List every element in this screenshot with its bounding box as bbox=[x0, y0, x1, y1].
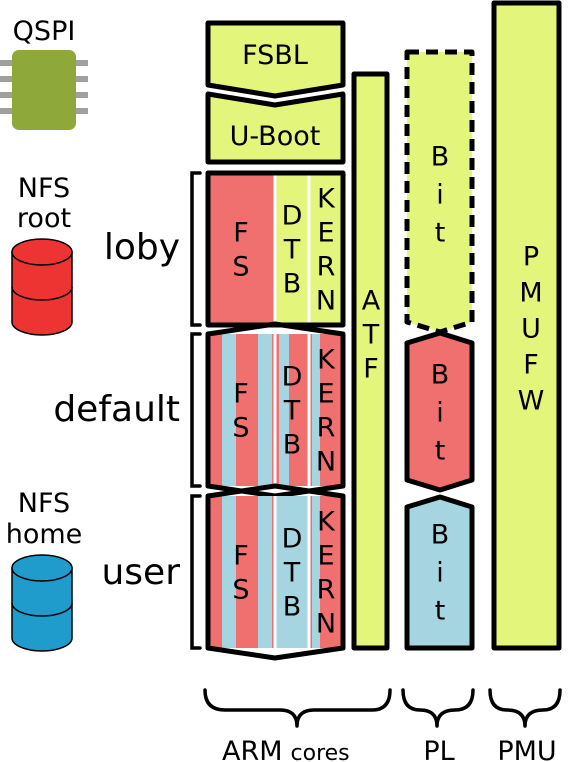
kern-letter: E bbox=[317, 541, 334, 572]
bit-block-default bbox=[404, 330, 475, 493]
kern-letter: K bbox=[317, 345, 336, 376]
atf-block bbox=[351, 71, 390, 651]
pmufw-letter: M bbox=[519, 278, 542, 309]
atf-letter: A bbox=[362, 286, 381, 317]
fs-letter: S bbox=[232, 252, 249, 283]
pmufw-block bbox=[491, 0, 562, 651]
qspi-label: QSPI bbox=[13, 16, 76, 47]
bit-letter: t bbox=[435, 596, 446, 627]
config-block-user bbox=[205, 483, 346, 661]
uboot-label: U-Boot bbox=[230, 121, 321, 152]
bit-block-user bbox=[404, 494, 475, 651]
dtb-letter: T bbox=[283, 558, 301, 589]
uboot-block bbox=[205, 91, 346, 165]
bit-letter: i bbox=[436, 180, 444, 211]
dtb-letter: B bbox=[283, 430, 302, 461]
group-braces bbox=[203, 688, 562, 728]
fs-letter: F bbox=[233, 379, 249, 410]
dtb-letter: B bbox=[283, 592, 302, 623]
dtb-letter: D bbox=[282, 201, 303, 232]
kern-letter: E bbox=[317, 218, 334, 249]
bit-letter: t bbox=[435, 436, 446, 467]
atf-letter: F bbox=[363, 354, 379, 385]
bit-letter: B bbox=[431, 142, 450, 173]
dtb-letter: D bbox=[282, 362, 303, 393]
bit-letter: t bbox=[435, 218, 446, 249]
config-label-default: default bbox=[53, 389, 180, 430]
atf-letters: ATF bbox=[362, 286, 381, 385]
kern-letter: R bbox=[317, 252, 336, 283]
kern-letter: N bbox=[316, 609, 336, 640]
kern-letter: K bbox=[317, 507, 336, 538]
fs-letter: F bbox=[233, 218, 249, 249]
bit-letter: B bbox=[431, 520, 450, 551]
group-label-pl: PL bbox=[423, 736, 454, 762]
nfs-home-label-line2: home bbox=[6, 519, 83, 550]
kern-letter: E bbox=[317, 379, 334, 410]
kern-letter: K bbox=[317, 184, 336, 215]
dtb-letter: T bbox=[283, 235, 301, 266]
config-label-loby: loby bbox=[104, 227, 180, 268]
dtb-letter: D bbox=[282, 524, 303, 555]
fs-letter: S bbox=[232, 575, 249, 606]
fsbl-block bbox=[205, 20, 346, 99]
bit-letter: i bbox=[436, 398, 444, 429]
dtb-letter: B bbox=[283, 269, 302, 300]
bit-letter: B bbox=[431, 360, 450, 391]
dtb-letter: T bbox=[283, 396, 301, 427]
group-label-pmu: PMU bbox=[497, 736, 556, 762]
kern-letter: N bbox=[316, 286, 336, 317]
pmufw-letter: F bbox=[523, 350, 539, 381]
kern-letter: R bbox=[317, 413, 336, 444]
kern-letter: N bbox=[316, 447, 336, 478]
atf-letter: T bbox=[362, 320, 380, 351]
nfs-home-label-line1: NFS bbox=[18, 488, 70, 519]
nfs-root-label-line1: NFS bbox=[18, 173, 70, 204]
nfs-root-label-line2: root bbox=[17, 203, 71, 234]
fs-letter: F bbox=[233, 541, 249, 572]
chip-icon bbox=[0, 50, 88, 130]
kern-letter: R bbox=[317, 575, 336, 606]
fsbl-label: FSBL bbox=[242, 40, 308, 71]
bit-block-loby bbox=[404, 49, 475, 335]
config-block-default bbox=[205, 321, 346, 499]
database-icon bbox=[11, 238, 73, 336]
pmufw-letter: U bbox=[521, 314, 541, 345]
pmufw-letter: P bbox=[523, 242, 539, 273]
config-label-user: user bbox=[101, 552, 180, 593]
database-icon bbox=[11, 554, 73, 652]
config-brackets bbox=[190, 171, 202, 650]
fs-letter: S bbox=[232, 413, 249, 444]
config-block-loby bbox=[205, 170, 346, 328]
bit-letter: i bbox=[436, 558, 444, 589]
pmufw-letter: W bbox=[518, 386, 545, 417]
